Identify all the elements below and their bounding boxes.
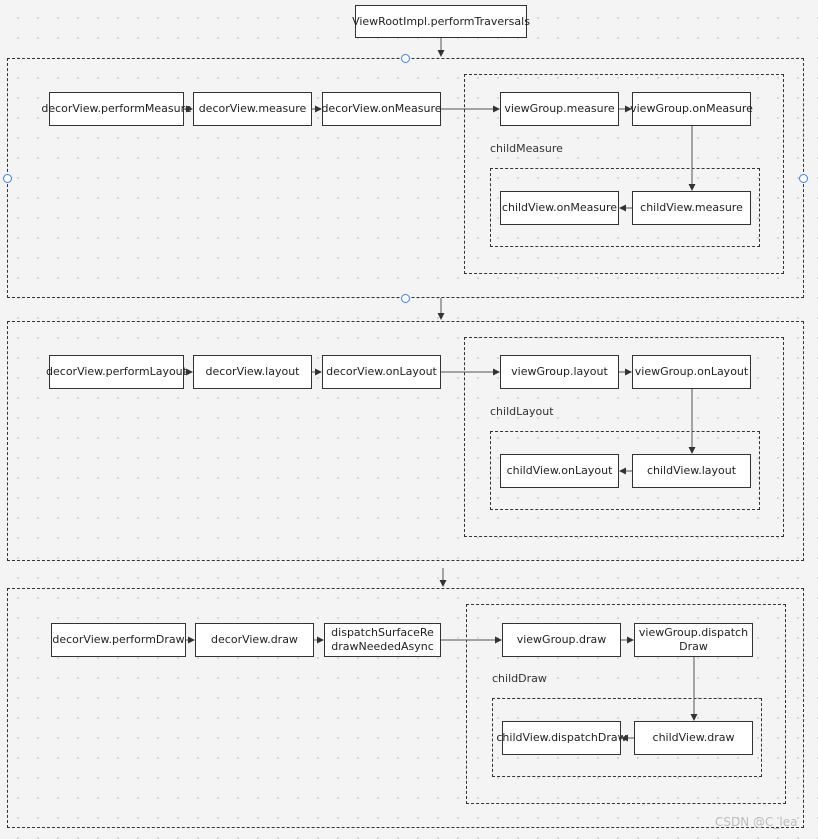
childview-draw-node: childView.draw [634,721,753,755]
draw-viewgroup-group [466,604,786,804]
resize-handle-bottom[interactable] [401,294,410,303]
draw-child-group [492,698,762,777]
draw-section [7,588,804,828]
resize-handle-right[interactable] [799,174,808,183]
viewgroup-on-measure-node: viewGroup.onMeasure [630,92,753,126]
measure-child-group [490,168,760,247]
decor-on-measure-node: decorView.onMeasure [321,92,442,126]
decor-layout-node: decorView.layout [193,355,312,389]
decor-draw-node: decorView.draw [195,623,314,657]
childview-layout-node: childView.layout [632,454,751,488]
csdn-watermark: CSDN @C_lea [715,815,798,829]
viewgroup-on-layout-node: viewGroup.onLayout [632,355,751,389]
decor-perform-draw-node: decorView.performDraw [51,623,186,657]
measure-viewgroup-group [464,74,784,274]
layout-child-group [490,431,760,510]
dispatch-surface-redraw-node: dispatchSurfaceRedrawNeededAsync [324,623,441,657]
perform-traversals-node: ViewRootImpl.performTraversals [352,5,530,38]
childview-measure-node: childView.measure [632,191,751,225]
viewgroup-measure-node: viewGroup.measure [500,92,619,126]
layout-viewgroup-group [464,337,784,537]
resize-handle-left[interactable] [3,174,12,183]
decor-on-layout-node: decorView.onLayout [322,355,441,389]
childview-dispatch-draw-node: childView.dispatchDraw [496,721,627,755]
child-layout-label: childLayout [490,405,554,418]
child-measure-label: childMeasure [490,142,563,155]
layout-section [7,321,804,561]
child-draw-label: childDraw [492,672,547,685]
childview-on-measure-node: childView.onMeasure [500,191,619,225]
decor-measure-node: decorView.measure [193,92,312,126]
viewgroup-dispatch-draw-node: viewGroup.dispatchDraw [634,623,753,657]
viewgroup-draw-node: viewGroup.draw [502,623,621,657]
resize-handle-top[interactable] [401,54,410,63]
decor-perform-measure-node: decorView.performMeasure [41,92,192,126]
childview-on-layout-node: childView.onLayout [500,454,619,488]
viewgroup-layout-node: viewGroup.layout [500,355,619,389]
decor-perform-layout-node: decorView.performLayout [46,355,187,389]
